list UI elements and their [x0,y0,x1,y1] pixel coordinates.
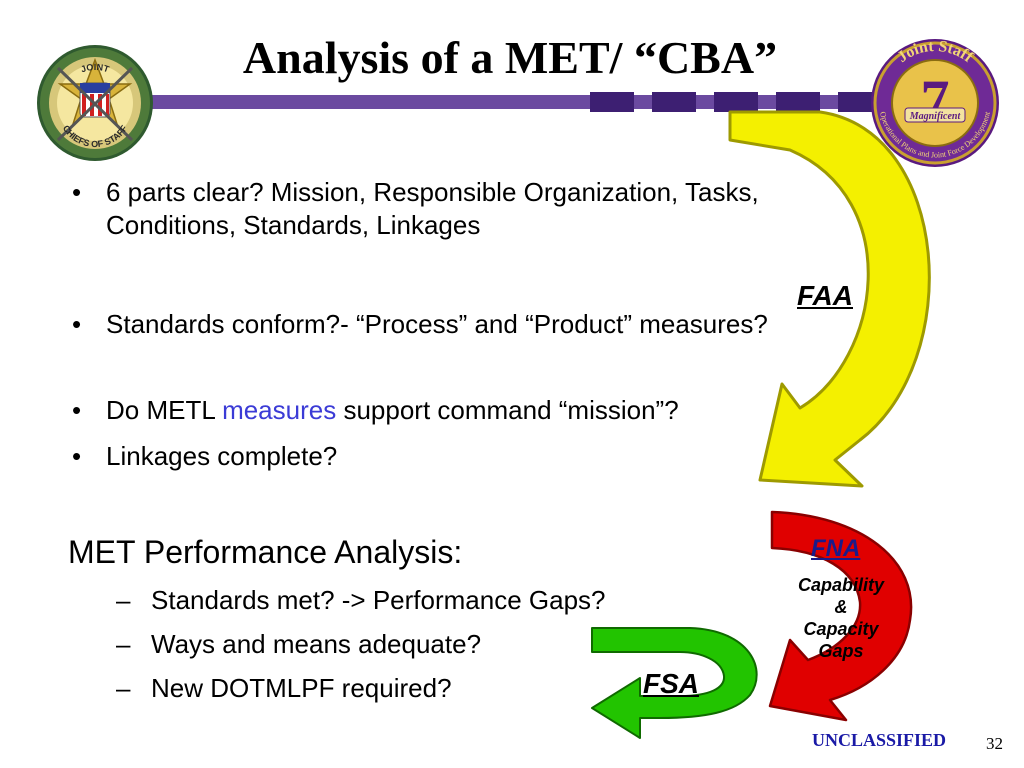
bullet-text: Do METL measures support command “missio… [106,395,679,425]
svg-text:Operational Plans and Joint Fo: Operational Plans and Joint Force Develo… [878,110,992,159]
seal-number: 7 [921,68,950,133]
seal-title: Joint Staff [894,38,976,66]
stripe-block [714,92,758,112]
fna-label: FNA [811,535,861,562]
joint-chiefs-seal-icon: JOINT CHIEFS OF STAFF [37,45,153,161]
stripe-block [652,92,696,112]
stripe-block [590,92,634,112]
slide-title: Analysis of a MET/ “CBA” [242,32,778,83]
joint-staff-seal-icon: Joint Staff Operational Plans and Joint … [871,38,999,167]
faa-label: FAA [797,280,853,311]
seal-banner: Magnificent [909,111,962,122]
bullet-line: 6 parts clear? Mission, Responsible Orga… [106,177,759,207]
svg-text:CHIEFS OF STAFF: CHIEFS OF STAFF [61,123,130,149]
classification-marking: UNCLASSIFIED [812,730,947,750]
bullet-text: Standards conform?- “Process” and “Produ… [106,309,768,339]
fsa-label: FSA [643,668,699,699]
svg-text:Joint Staff: Joint Staff [894,38,976,66]
bullet-line: Conditions, Standards, Linkages [106,210,481,240]
fna-sublabel: Capability & Capacity Gaps [797,575,885,661]
bullet-text: Linkages complete? [106,441,338,471]
page-number: 32 [986,734,1003,753]
seal-ring-text: Operational Plans and Joint Force Develo… [878,110,992,159]
performance-heading: MET Performance Analysis: [68,534,463,570]
svg-text:JOINT: JOINT [80,62,111,75]
measures-link-text: measures [222,395,337,425]
stripe-block [776,92,820,112]
seal-bottom-text: CHIEFS OF STAFF [61,123,130,149]
stripe-block [838,92,882,112]
seal-top-text: JOINT [80,62,111,75]
